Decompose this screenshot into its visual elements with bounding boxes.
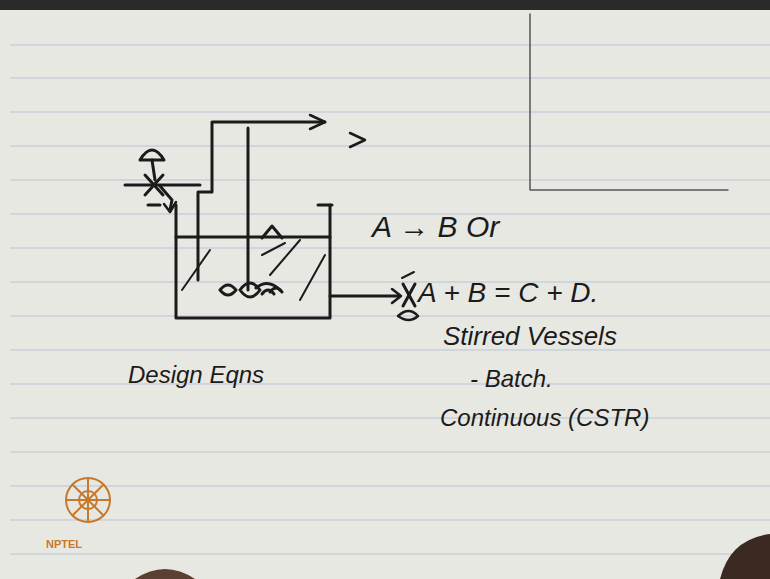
list-item: Continuous (CSTR) bbox=[440, 405, 649, 431]
reaction-text: A + B = C + D. bbox=[418, 278, 598, 309]
note-text: Design Eqns bbox=[128, 362, 264, 388]
heading-note: Stirred Vessels bbox=[443, 322, 617, 351]
reaction-text: A → B Or bbox=[372, 210, 499, 243]
list-item: - Batch. bbox=[470, 366, 553, 392]
logo-text: NPTEL bbox=[46, 538, 82, 550]
